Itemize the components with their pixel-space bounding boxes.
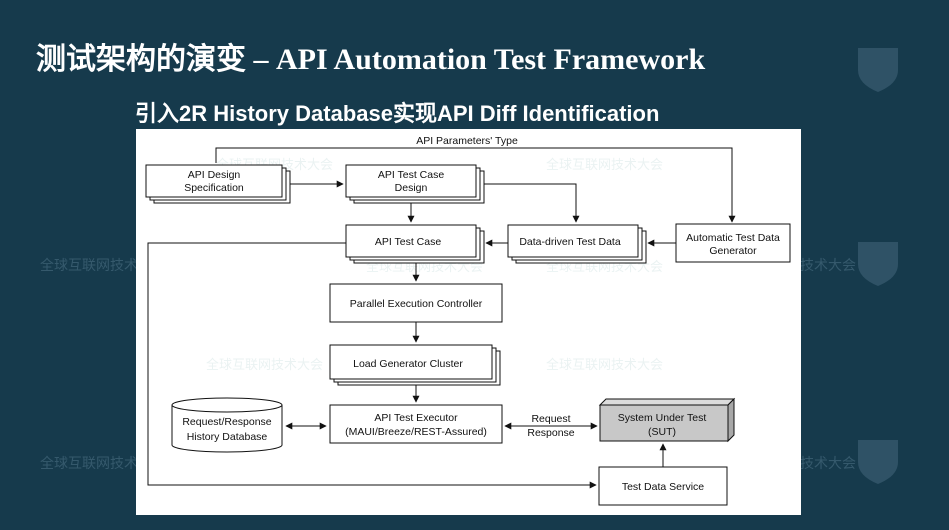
node-api-design-specification: API Design Specification <box>145 164 291 204</box>
node-label: Design <box>395 182 428 194</box>
edge-design-to-data <box>484 183 580 223</box>
node-label: Generator <box>709 245 757 257</box>
edge-label-request: Request <box>531 413 570 425</box>
slide-title: 测试架构的演变 – API Automation Test Framework <box>36 43 706 76</box>
node-label: History Database <box>187 431 268 443</box>
node-label: (SUT) <box>648 426 676 438</box>
edge-testcase-to-service <box>147 242 597 489</box>
node-label: API Design <box>188 169 241 181</box>
node-api-test-case-design: API Test Case Design <box>345 164 485 204</box>
watermark-text: 全球互联网技术大会 <box>546 357 663 373</box>
architecture-diagram: 全球互联网技术大会 全球互联网技术大会 全球互联网技术大会 全球互联网技术大会 … <box>136 129 801 515</box>
node-load-generator-cluster: Load Generator Cluster <box>329 344 501 386</box>
watermark-logo <box>858 440 898 484</box>
node-data-driven-test-data: Data-driven Test Data <box>507 224 647 264</box>
watermark-logo <box>858 48 898 92</box>
node-label: Specification <box>184 182 244 194</box>
node-label: API Test Case <box>375 236 441 248</box>
diagram-canvas: 全球互联网技术大会 全球互联网技术大会 全球互联网技术大会 全球互联网技术大会 … <box>145 135 791 506</box>
node-label: Test Data Service <box>622 481 704 493</box>
node-label: Automatic Test Data <box>686 232 780 244</box>
edge-label-api-parameters-type: API Parameters' Type <box>416 135 518 147</box>
node-api-test-case: API Test Case <box>345 224 485 264</box>
node-test-data-service: Test Data Service <box>598 466 728 506</box>
node-label: System Under Test <box>618 412 707 424</box>
node-api-test-executor: API Test Executor (MAUI/Breeze/REST-Assu… <box>329 404 503 444</box>
node-label: API Test Executor <box>374 412 458 424</box>
edge-label-response: Response <box>527 427 574 439</box>
node-label: Parallel Execution Controller <box>350 298 483 310</box>
edge-parameters-type <box>215 147 736 223</box>
node-label: Request/Response <box>182 416 271 428</box>
watermark-logo <box>858 242 898 286</box>
node-system-under-test: System Under Test (SUT) <box>598 397 736 443</box>
node-parallel-execution-controller: Parallel Execution Controller <box>329 283 503 323</box>
watermark-text: 全球互联网技术大会 <box>206 357 323 373</box>
slide-subtitle: 引入2R History Database实现API Diff Identifi… <box>135 101 660 126</box>
node-history-database: Request/Response History Database <box>171 397 283 453</box>
node-label: Load Generator Cluster <box>353 358 463 370</box>
watermark-text: 全球互联网技术大会 <box>546 157 663 173</box>
node-label: Data-driven Test Data <box>519 236 621 248</box>
node-label: (MAUI/Breeze/REST-Assured) <box>345 426 487 438</box>
node-automatic-test-data-generator: Automatic Test Data Generator <box>675 223 791 263</box>
node-label: API Test Case <box>378 169 444 181</box>
